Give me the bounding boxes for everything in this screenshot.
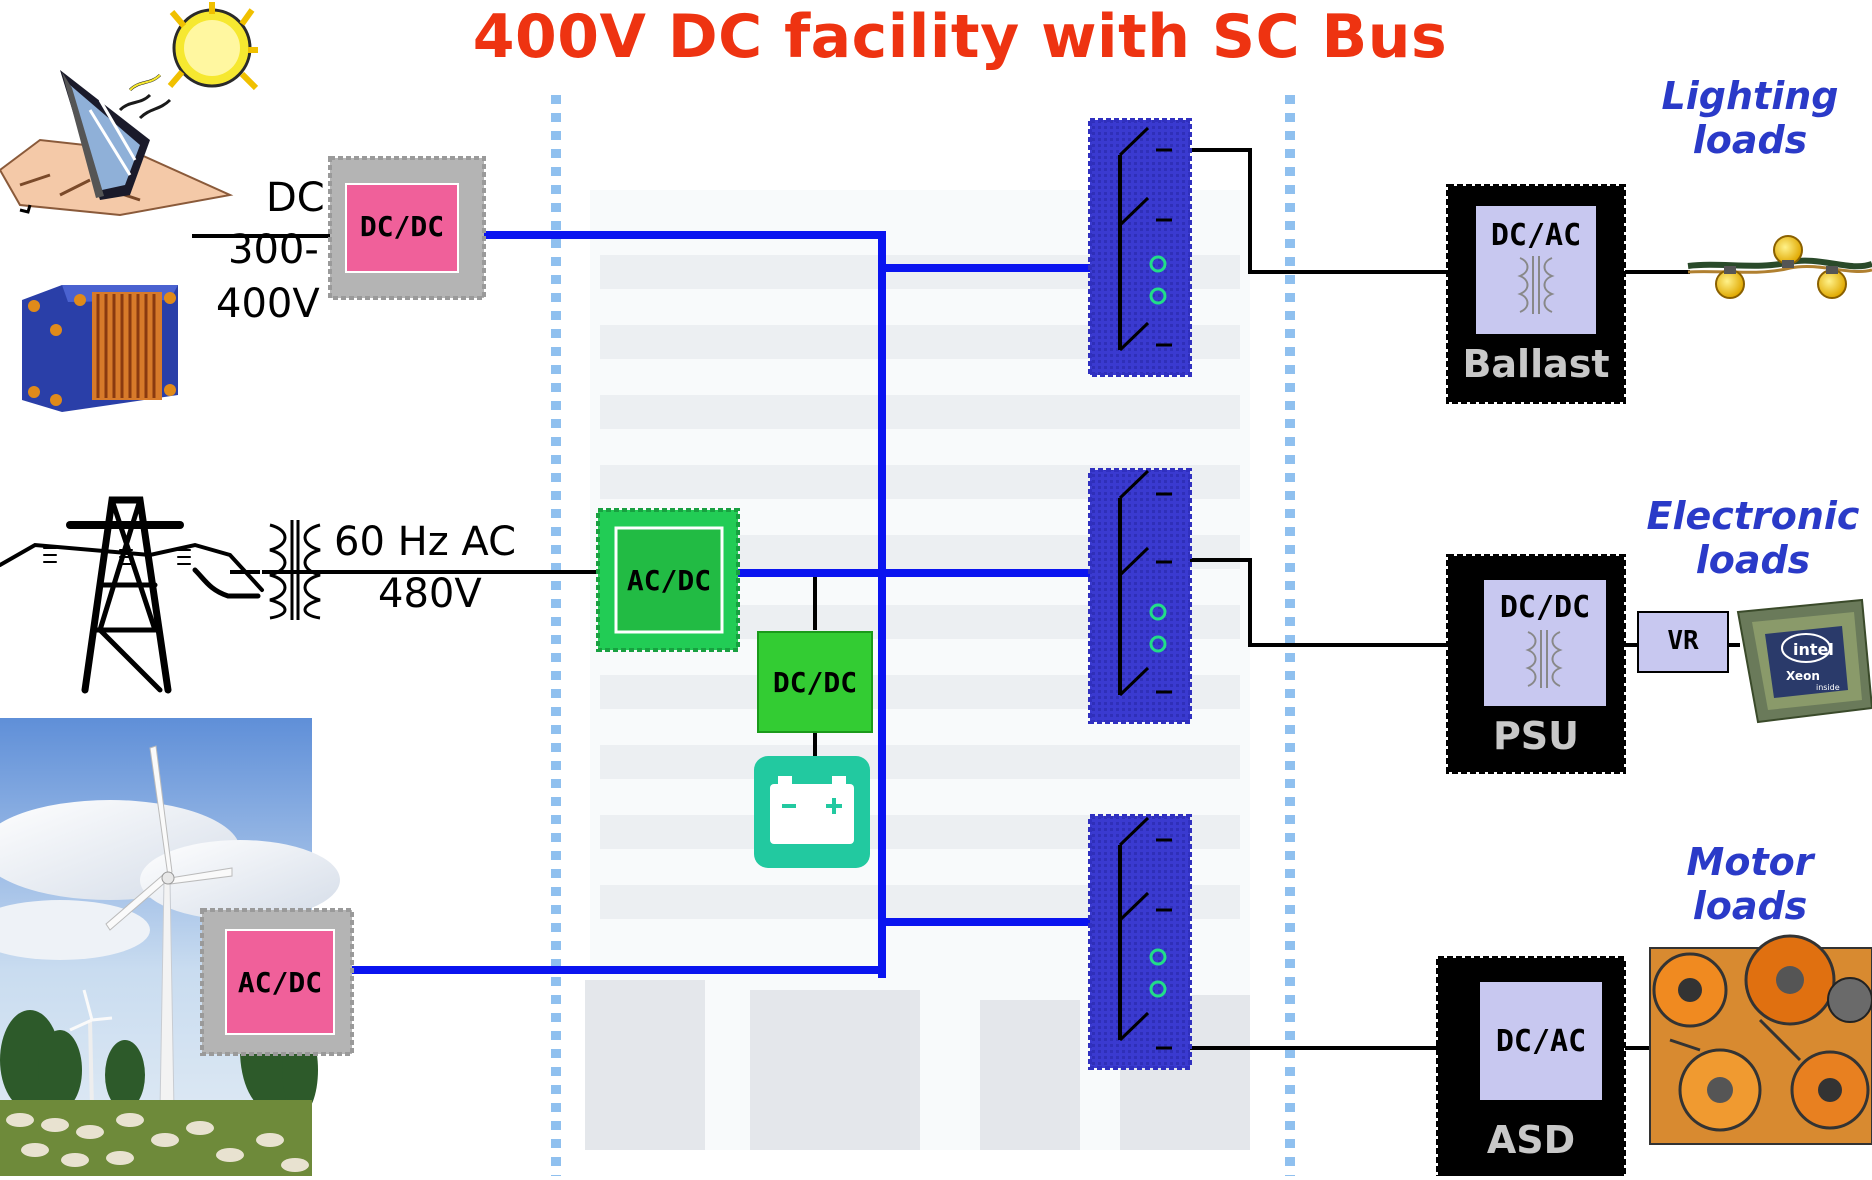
ballast-label: DC/AC <box>1490 218 1582 253</box>
vr-block[interactable] <box>1637 611 1729 673</box>
breaker-panel-middle[interactable] <box>1088 468 1192 724</box>
ballast-converter[interactable] <box>1446 184 1626 404</box>
motor-loads-line-1: Motor <box>1686 840 1814 884</box>
lamp-icon <box>1687 235 1872 299</box>
transformer-icon <box>1525 630 1563 688</box>
dc-input-line-2: 300- <box>228 227 319 273</box>
ac-input-line-2: 480V <box>378 571 482 617</box>
fuel-cell-icon <box>22 285 178 412</box>
grid-ac-dc-label: AC/DC <box>626 564 712 597</box>
battery-icon <box>754 756 870 868</box>
asd-label: DC/AC <box>1495 1024 1587 1059</box>
gears-icon <box>1649 934 1872 1145</box>
black-wires <box>192 148 1740 1050</box>
transformer-icon <box>1517 256 1555 314</box>
page-title: 400V DC facility with SC Bus <box>472 2 1448 72</box>
wind-ac-dc-label: AC/DC <box>237 966 323 999</box>
breaker-panel-bottom[interactable] <box>1088 814 1192 1070</box>
lighting-loads-line-2: loads <box>1692 118 1808 162</box>
psu-converter[interactable] <box>1446 554 1626 774</box>
cpu-chip-icon: intel Xeon inside <box>1736 598 1872 724</box>
battery-dc-dc-converter[interactable] <box>757 631 873 733</box>
dc-input-line-1: DC <box>266 175 325 221</box>
cpu-brand: intel <box>1793 640 1834 659</box>
cpu-tag: inside <box>1816 683 1840 692</box>
asd-caption: ASD <box>1486 1118 1576 1162</box>
motor-loads-line-2: loads <box>1692 884 1808 928</box>
psu-label: DC/DC <box>1499 590 1591 625</box>
dc-input-line-3: 400V <box>216 281 320 327</box>
source-dc-dc-label: DC/DC <box>359 210 445 243</box>
vr-label: VR <box>1667 626 1699 656</box>
wind-ac-dc-converter[interactable] <box>200 908 354 1056</box>
lighting-loads-line-1: Lighting <box>1661 74 1839 118</box>
battery-dc-dc-label: DC/DC <box>772 666 858 699</box>
solar-panel-icon <box>0 70 234 217</box>
grid-ac-dc-converter[interactable] <box>596 508 740 652</box>
lighting-loads-label: Lighting loads <box>1650 74 1850 162</box>
sc-bus <box>350 231 1118 978</box>
sun-icon <box>118 2 259 120</box>
breaker-panel-top[interactable] <box>1088 118 1192 377</box>
ac-input-line-1: 60 Hz AC <box>334 519 516 565</box>
psu-caption: PSU <box>1492 714 1580 758</box>
source-dc-dc-converter[interactable] <box>328 156 486 300</box>
electronic-loads-line-2: loads <box>1695 538 1811 582</box>
electronic-loads-line-1: Electronic <box>1646 494 1860 538</box>
motor-loads-label: Motor loads <box>1650 840 1850 928</box>
ballast-caption: Ballast <box>1462 342 1610 386</box>
electronic-loads-label: Electronic loads <box>1638 494 1868 582</box>
asd-converter[interactable] <box>1436 956 1626 1178</box>
transmission-tower-icon <box>0 496 264 694</box>
cpu-model: Xeon <box>1786 669 1820 683</box>
